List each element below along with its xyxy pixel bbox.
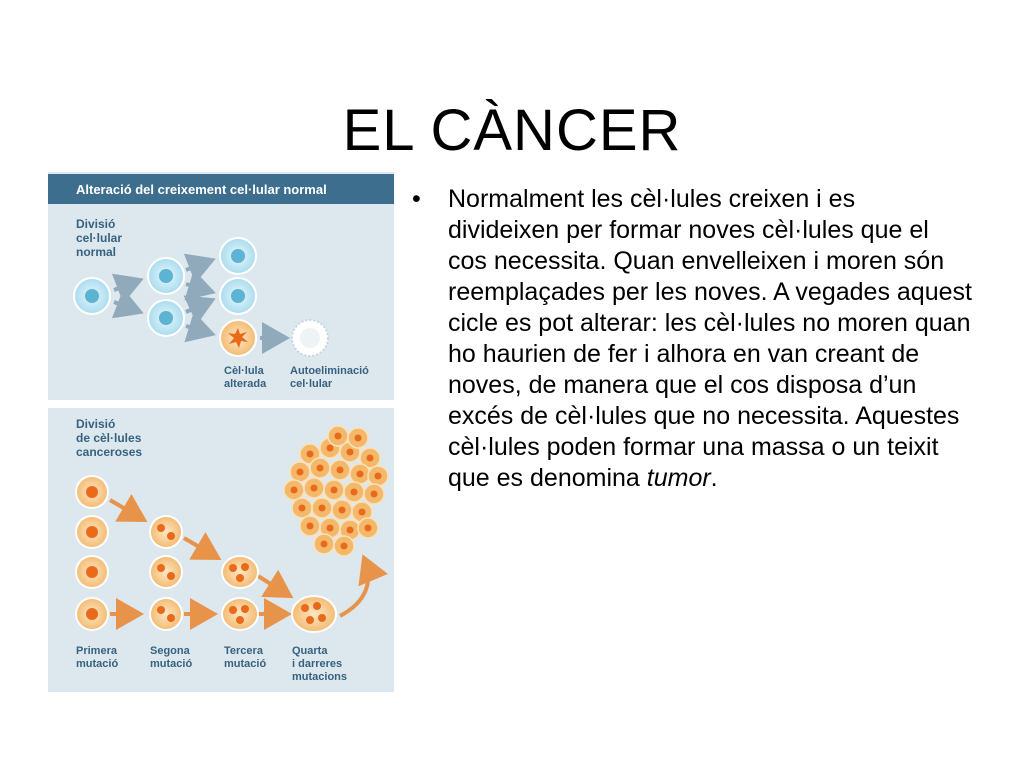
altered-cell [219, 319, 257, 357]
tumor-cell-nucleus [370, 490, 378, 498]
cancer-progression-arrows [108, 494, 388, 630]
normal-cell [147, 257, 185, 295]
tumor-cell-nucleus [366, 454, 374, 462]
bullet-text-end: . [710, 464, 718, 492]
tumor-cell-nucleus [354, 434, 362, 442]
tumor-cell-nucleus [334, 432, 342, 440]
panel-header: Alteració del creixement cel·lular norma… [76, 182, 327, 197]
tumor-cell-nucleus [306, 450, 314, 458]
cell-growth-figure: Alteració del creixement cel·lular norma… [48, 172, 394, 692]
tumor-cell-nucleus [336, 466, 344, 474]
stage-label-third: Tercera mutació [224, 645, 266, 670]
tumor-cell-nucleus [326, 524, 334, 532]
normal-cell [73, 277, 111, 315]
tumor-cell-nucleus [318, 504, 326, 512]
panel-header-bar [48, 174, 394, 204]
tumor-cell-nucleus [340, 542, 348, 550]
normal-cell [147, 299, 185, 337]
tumor-cell-nucleus [346, 526, 354, 534]
stage-label-fourth: Quarta i darreres mutacions [292, 645, 347, 683]
tumor-cell-nucleus [350, 488, 358, 496]
normal-cell [219, 237, 257, 275]
first-mutation-cells [75, 475, 109, 631]
tumor-cell-nucleus [364, 524, 372, 532]
bullet-item: • Normalment les cèl·lules creixen i es … [412, 184, 972, 494]
third-mutation-cells [221, 555, 259, 631]
tumor-cell-nucleus [338, 506, 346, 514]
normal-division-label: Divisió cel·lular normal [76, 217, 125, 259]
tumor-cell-nucleus [326, 444, 334, 452]
normal-cell [219, 277, 257, 315]
normal-growth-panel: Alteració del creixement cel·lular norma… [48, 172, 394, 400]
tumor-cell-nucleus [358, 508, 366, 516]
autoeliminated-cell [291, 319, 329, 357]
tumor-cell-nucleus [306, 522, 314, 530]
second-mutation-cells [149, 515, 183, 631]
altered-cell-label: Cèl·lula alterada [224, 365, 267, 390]
fourth-mutation-cells [291, 595, 337, 633]
tumor-cell-nucleus [298, 504, 306, 512]
tumor-cell-nucleus [316, 464, 324, 472]
slide-title: EL CÀNCER [342, 97, 682, 163]
tumor-cluster [283, 425, 389, 557]
stage-label-first: Primera mutació [76, 645, 120, 670]
tumor-cell-nucleus [310, 484, 318, 492]
tumor-cell-nucleus [330, 486, 338, 494]
stage-label-second: Segona mutació [150, 645, 193, 670]
normal-division-arrows [111, 253, 290, 354]
tumor-cell-nucleus [374, 472, 382, 480]
tumor-cell-nucleus [296, 468, 304, 476]
cancer-division-panel: Divisió de cèl·lules canceroses [48, 408, 394, 692]
tumor-term: tumor [646, 464, 711, 492]
tumor-cell-nucleus [346, 448, 354, 456]
bullet-text: Normalment les cèl·lules creixen i es di… [448, 184, 972, 494]
tumor-cell-nucleus [320, 540, 328, 548]
bullet-text-main: Normalment les cèl·lules creixen i es di… [448, 185, 972, 492]
autoelimination-label: Autoeliminació cel·lular [290, 365, 372, 390]
tumor-cell-nucleus [290, 486, 298, 494]
tumor-cell-nucleus [356, 470, 364, 478]
cancer-division-label: Divisió de cèl·lules canceroses [76, 417, 145, 459]
bullet-marker: • [412, 185, 421, 213]
